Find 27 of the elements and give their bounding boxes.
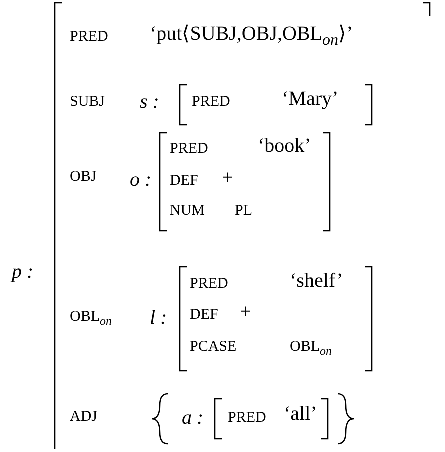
attribute-value: ‘put⟨SUBJ,OBJ,OBL$_{on}$⟩’ [150,24,354,49]
attribute-name: PCASE [190,340,237,355]
attribute-value: ‘book’ [258,136,312,156]
variable-label: s : [140,92,160,112]
variable-label: o : [130,170,152,190]
attribute-name: PRED [192,95,230,110]
attribute-name: DEF [170,174,198,189]
variable-label: l : [150,308,168,328]
attribute-name: PRED [228,411,266,426]
attribute-name: OBL$_{on}$ [70,310,112,327]
attribute-value: ‘all’ [284,404,318,424]
variable-label: a : [182,408,204,428]
attribute-value: ‘Mary’ [282,89,339,109]
attribute-value: + [222,168,234,188]
attribute-name: SUBJ [70,95,106,110]
attribute-name: PRED [190,277,228,292]
attribute-name: OBJ [70,170,97,185]
variable-label: p : [12,262,34,282]
attribute-name: PRED [170,142,208,157]
attribute-name: NUM [170,204,206,219]
attribute-name: ADJ [70,410,98,425]
attribute-name: PL [235,204,253,219]
attribute-name: DEF [190,308,218,323]
attribute-value: + [240,302,252,322]
attribute-value: ‘shelf’ [290,271,344,291]
attribute-name: OBL$_{on}$ [290,340,332,357]
attribute-name: PRED [70,30,108,45]
